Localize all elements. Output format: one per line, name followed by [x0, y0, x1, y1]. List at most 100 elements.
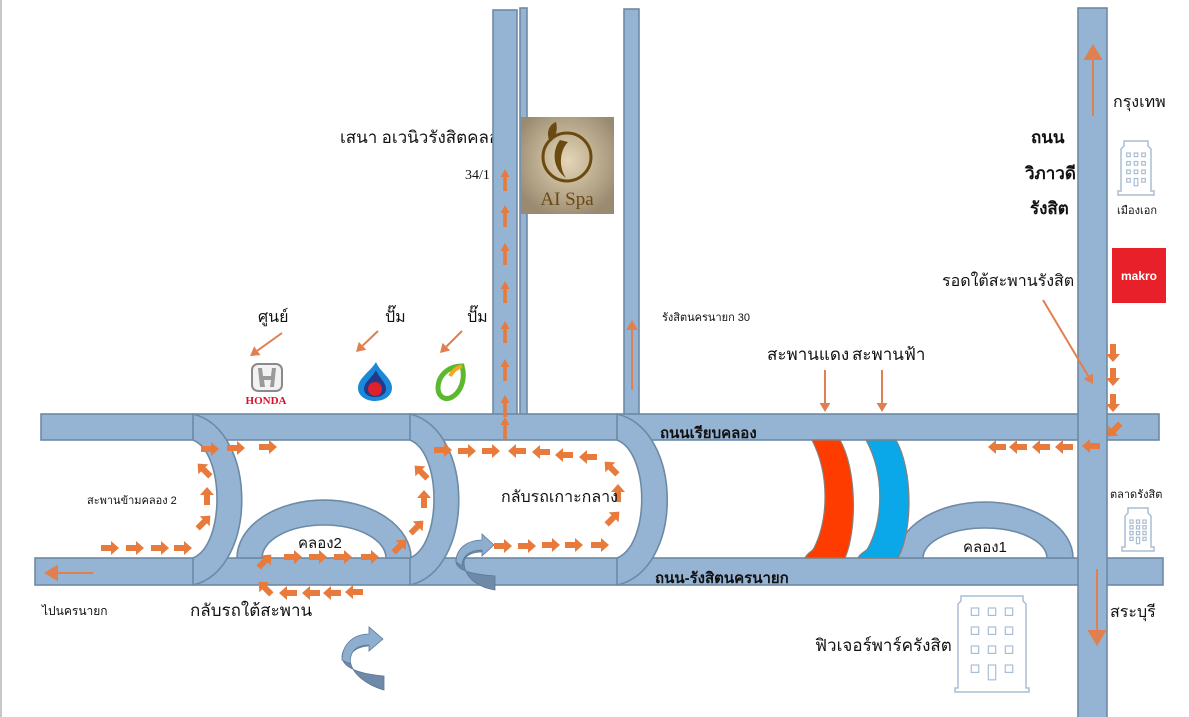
uturn-arrow-icon [455, 533, 496, 591]
route-arrow [174, 541, 192, 555]
route-arrow [1107, 421, 1123, 437]
route-arrow [334, 550, 352, 564]
route-arrows [101, 169, 1123, 600]
red-bridge-pointer-arrow [819, 370, 831, 412]
road-vibhavadi [1077, 7, 1108, 717]
route-arrow [200, 487, 214, 505]
red-bridge [804, 439, 854, 559]
spa-circle-icon [541, 131, 593, 183]
soi-30-up-arrow [626, 320, 638, 390]
ptt-label: ปั๊ม [385, 305, 406, 326]
vibhavadi-line-3: รังสิต [1030, 199, 1069, 218]
route-arrow [1009, 440, 1027, 454]
khlong-2-label: คลอง2 [298, 535, 342, 552]
route-arrow [258, 581, 274, 597]
saraburi-label: สระบุรี [1110, 603, 1156, 622]
route-arrow [323, 586, 341, 600]
route-arrow [417, 490, 431, 508]
honda-label: ศูนย์ [258, 307, 288, 327]
vibhavadi-line-2: วิภาวดี [1025, 163, 1076, 183]
route-arrow [279, 586, 297, 600]
uturn-bridge-2 [409, 412, 460, 587]
sena-avenue-label: เสนา อเวนิวรังสิตคลอง [340, 128, 508, 147]
route-arrow [1055, 440, 1073, 454]
honda-logo-text: HONDA [246, 395, 287, 407]
muang-ake-label: เมืองเอก [1117, 204, 1157, 217]
route-arrow [500, 321, 510, 343]
vibhavadi-line-1: ถนน [1031, 128, 1065, 147]
route-arrow [1106, 394, 1120, 412]
route-arrow [1032, 440, 1050, 454]
route-arrow [391, 539, 407, 555]
honda-pointer-arrow [250, 332, 283, 356]
bangchak-logo[interactable] [435, 363, 466, 401]
route-arrow [579, 450, 597, 464]
building-icon [954, 595, 1030, 693]
spa-face-icon [554, 140, 568, 178]
route-arrow [500, 359, 510, 381]
route-arrow [197, 463, 213, 479]
bridge-khlong-2-label: สะพานข้ามคลอง 2 [87, 495, 177, 507]
route-arrow [555, 448, 573, 462]
route-arrow [195, 515, 211, 531]
route-arrow [302, 586, 320, 600]
route-arrow [494, 539, 512, 553]
ptt-drop-icon [368, 382, 382, 396]
route-arrow [508, 444, 526, 458]
route-arrow [611, 484, 625, 502]
uturn-bridge-1 [192, 412, 243, 587]
bangkok-label: กรุงเทพ [1113, 94, 1166, 112]
route-arrow [500, 281, 510, 303]
route-arrow [532, 445, 550, 459]
left-border [0, 0, 2, 717]
route-arrow [542, 538, 560, 552]
khlong-1-label: คลอง1 [963, 539, 1007, 556]
ptt-pointer-arrow [356, 330, 379, 352]
makro-logo[interactable]: makro [1112, 248, 1166, 303]
route-arrow [101, 541, 119, 555]
spa-brand-text: AI Spa [540, 189, 594, 210]
route-arrow [408, 520, 424, 536]
route-arrow [988, 440, 1006, 454]
riap-khlong-road-name: ถนนเรียบคลอง [660, 425, 757, 442]
building-icon [1121, 507, 1155, 552]
blue-bridge-label: สะพานฟ้า [852, 345, 925, 364]
future-park-label: ฟิวเจอร์พาร์ครังสิต [815, 636, 952, 655]
route-arrow [361, 550, 379, 564]
to-nakhonnayok-label: ไปนครนายก [41, 604, 108, 618]
ptt-logo[interactable] [358, 362, 392, 401]
honda-logo[interactable]: HONDA [246, 363, 287, 407]
route-arrow [345, 585, 363, 599]
blue-bridge [857, 439, 910, 559]
khlong-1-bridge [896, 501, 1074, 559]
route-arrow [604, 511, 620, 527]
route-arrow [591, 538, 609, 552]
uturn-under-bridge-label: กลับรถใต้สะพาน [190, 600, 313, 620]
saraburi-direction-arrow [1087, 569, 1107, 646]
uturn-bridge-3 [616, 412, 668, 587]
route-arrow [259, 440, 277, 454]
route-arrow [1106, 344, 1120, 362]
pointer-arrows [44, 44, 1107, 646]
route-arrow [1106, 368, 1120, 386]
bangchak-pointer-arrow [440, 330, 463, 353]
route-arrow [604, 461, 620, 477]
route-arrow [565, 538, 583, 552]
address-label: 34/1 [465, 168, 490, 183]
khlong-2-bridge [236, 499, 412, 559]
ai-spa-logo[interactable]: AI Spa [521, 117, 614, 214]
makro-text: makro [1121, 269, 1157, 283]
route-arrow [500, 169, 510, 191]
route-arrow [284, 550, 302, 564]
talad-rangsit-label: ตลาดรังสิต [1110, 489, 1162, 501]
building-icon [1117, 140, 1155, 196]
blue-bridge-pointer-arrow [876, 370, 888, 412]
bangchak-label: ปั๊ม [467, 305, 488, 326]
route-arrow [500, 417, 510, 439]
uturn-median-label: กลับรถเกาะกลาง [501, 489, 618, 506]
soi-30-label: รังสิตนครนายก 30 [662, 312, 750, 324]
route-arrow [500, 205, 510, 227]
bangchak-leaf-icon [435, 363, 466, 401]
bangkok-direction-arrow [1083, 44, 1103, 116]
